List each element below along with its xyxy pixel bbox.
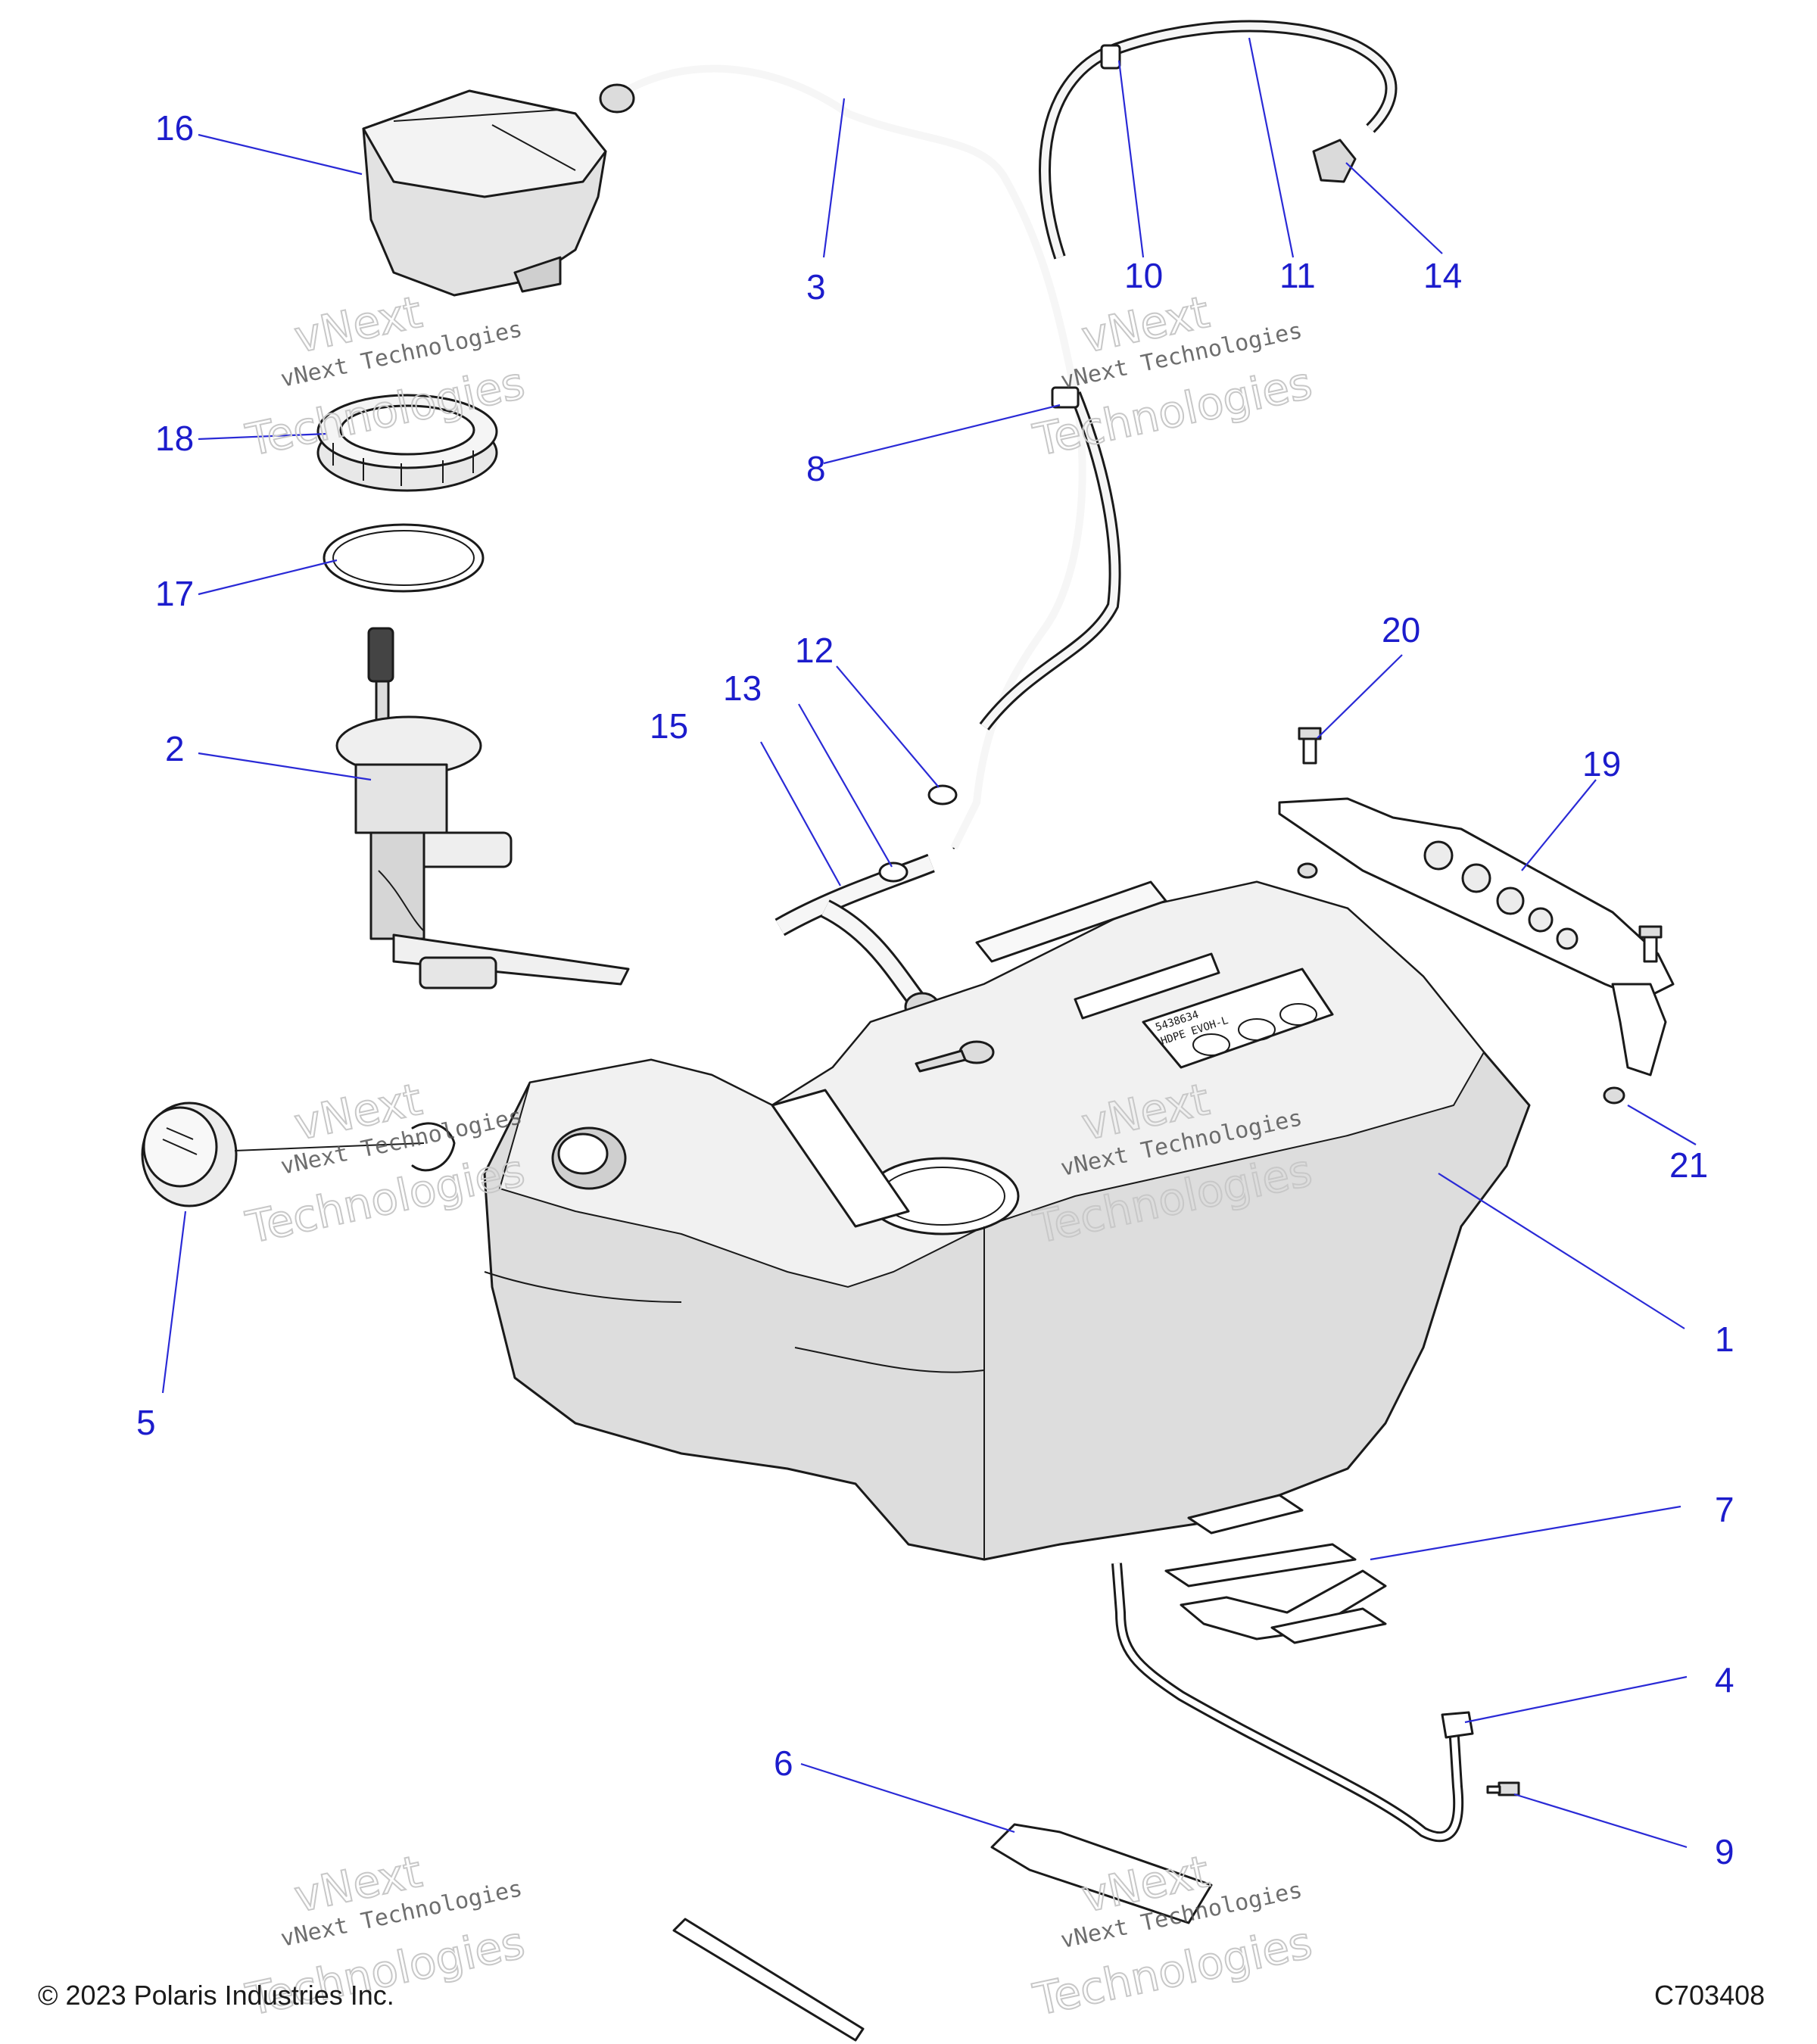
part-2-fuel-pump [335,627,630,989]
copyright-notice: © 2023 Polaris Industries Inc. [38,1980,394,2011]
callout-2: 2 [165,729,185,768]
part-13-clamp [878,862,908,883]
callout-1: 1 [1715,1320,1734,1359]
part-15-hose-assembly [774,853,940,1022]
callout-14: 14 [1423,256,1462,295]
callout-19: 19 [1582,744,1621,784]
part-10-clip [1100,44,1121,70]
callout-20: 20 [1382,610,1420,650]
callout-6: 6 [774,1743,793,1783]
part-19-bracket [1278,797,1675,1077]
callout-15: 15 [650,706,688,746]
diagram-code: C703408 [1654,1980,1765,2011]
strap-pad [771,1089,910,1228]
callout-16: 16 [155,108,194,148]
callout-12: 12 [795,631,834,670]
callout-9: 9 [1715,1832,1734,1871]
bracket-bolt [1638,925,1663,963]
callout-13: 13 [723,668,762,708]
part-11-vent-hose [979,20,1398,731]
part-18-lock-ring [316,394,498,492]
callout-18: 18 [155,419,194,458]
callout-7: 7 [1715,1490,1734,1529]
callout-21: 21 [1669,1145,1708,1185]
part-4-strap [1111,1563,1474,1843]
leader-lines [161,37,1697,1849]
callout-10: 10 [1124,256,1163,295]
part-12-clamp [927,784,958,805]
callout-11: 11 [1279,256,1316,295]
part-14-check-valve [1312,139,1357,183]
part-1-fuel-tank: 5438634 HDPE EVOH-L [483,880,1531,1561]
part-16-pump-cover [362,89,607,297]
part-8-clip [1051,386,1080,409]
callout-numbers: 16 18 17 2 3 10 11 14 8 12 13 15 20 19 2… [136,108,1734,1871]
nut [1297,862,1318,879]
callout-8: 8 [806,449,826,488]
part-7-pad [1164,1494,1387,1644]
part-9-bolt [1486,1781,1520,1796]
part-20-bolt [1298,727,1322,765]
callout-3: 3 [806,267,826,307]
part-5-fuel-cap [141,1101,456,1207]
part-21-nut [1603,1086,1625,1105]
callout-5: 5 [136,1403,156,1442]
part-3-vent-hose [599,64,1086,850]
callout-17: 17 [155,574,194,613]
part-6-pad [672,1823,1213,2042]
part-17-o-ring [323,523,485,593]
callout-4: 4 [1715,1660,1734,1700]
